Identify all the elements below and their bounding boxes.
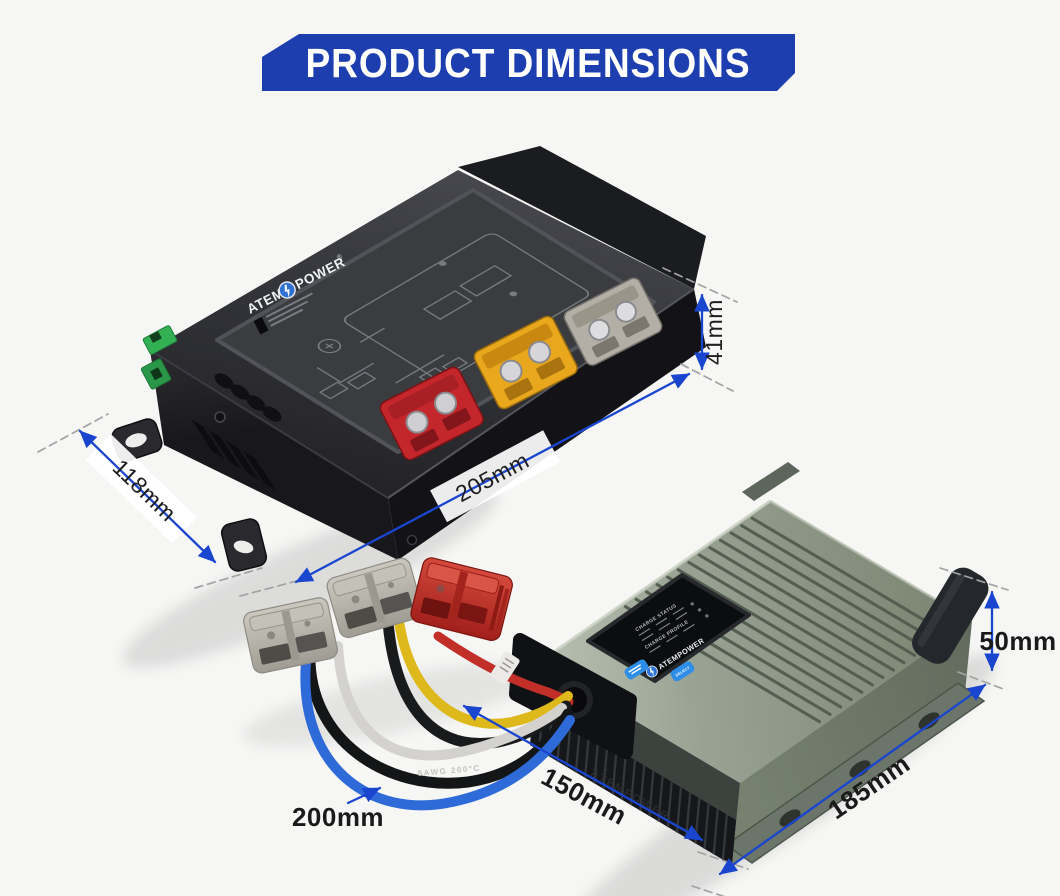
panel-button-mode xyxy=(624,659,649,680)
dim-line-150mm xyxy=(462,704,704,842)
dcdc-screw xyxy=(406,534,418,546)
dcdc-mount-tab-bottom xyxy=(220,518,268,572)
title-banner-shape xyxy=(262,34,795,91)
page-title: PRODUCT DIMENSIONS xyxy=(306,40,751,86)
charger-end-cap-right xyxy=(912,567,989,664)
dim-label-41mm: 41mm xyxy=(701,299,727,365)
charger-rear-tab xyxy=(742,462,800,501)
cable-connector-red xyxy=(410,557,513,641)
dim-line-205mm xyxy=(294,372,691,584)
title-banner: PRODUCT DIMENSIONS xyxy=(262,34,795,91)
panel-button-select xyxy=(670,661,695,682)
dcdc-screw xyxy=(214,411,226,423)
dim-line-185mm xyxy=(718,683,987,876)
bolt-glyph xyxy=(284,284,290,299)
dcdc-back-flange xyxy=(458,146,706,289)
dim-label-50mm: 50mm xyxy=(979,626,1056,656)
dim-label-200mm: 200mm xyxy=(292,802,384,832)
cable-label-sleeve xyxy=(490,651,520,685)
cable-connector-grey-1 xyxy=(243,597,338,674)
dcdc-brand-reg: ® xyxy=(335,252,344,262)
dcdc-green-terminal xyxy=(140,325,178,390)
dim-arrow-200mm xyxy=(346,786,382,805)
dim-line-118mm xyxy=(78,429,217,564)
cable-print-text: 8AWG 200°C xyxy=(417,764,481,778)
bolt-glyph xyxy=(649,667,654,677)
dimension-lines xyxy=(78,293,1000,876)
dcdc-oval-holes xyxy=(214,373,282,422)
dcdc-connector-grey xyxy=(563,277,663,366)
